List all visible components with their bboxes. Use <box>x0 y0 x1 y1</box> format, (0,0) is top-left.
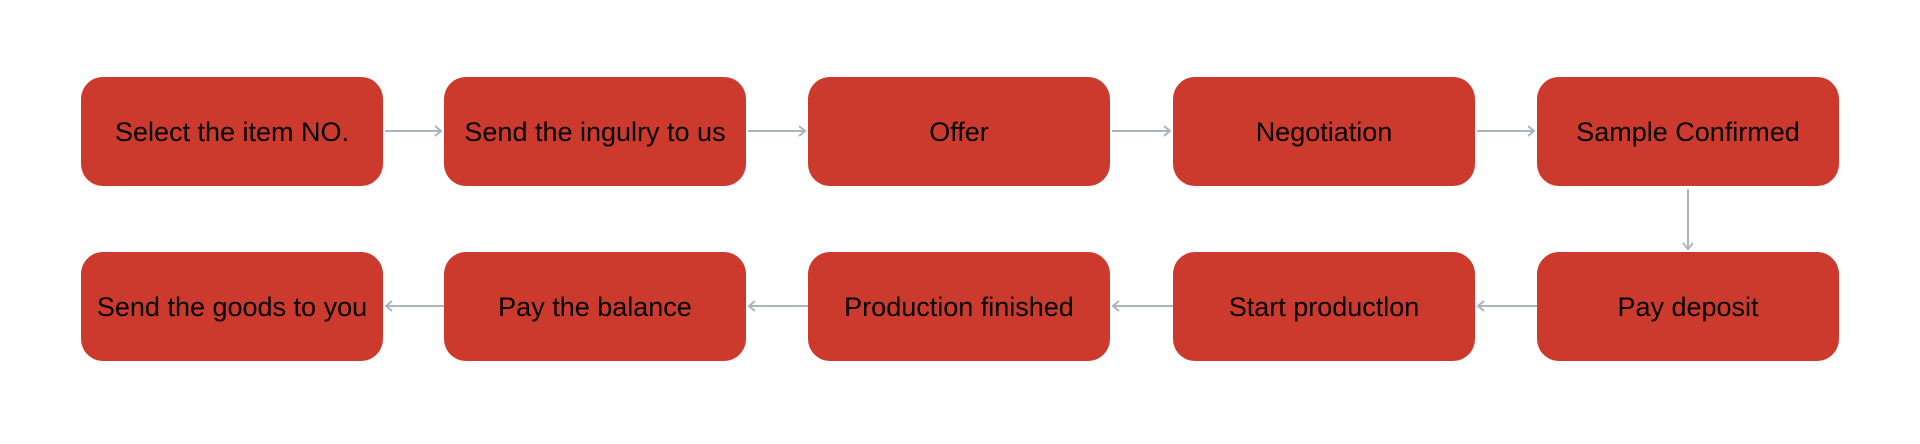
arrow-right-3 <box>1112 125 1172 137</box>
step-send-inquiry: Send the ingulry to us <box>444 77 746 186</box>
step-start-production: Start productlon <box>1173 252 1475 361</box>
step-send-goods: Send the goods to you <box>81 252 383 361</box>
arrow-right-2 <box>748 125 807 137</box>
step-offer: Offer <box>808 77 1110 186</box>
step-pay-deposit: Pay deposit <box>1537 252 1839 361</box>
arrow-down-5 <box>1682 189 1694 251</box>
step-label: Select the item NO. <box>114 116 350 147</box>
step-label: Production finished <box>844 291 1074 322</box>
step-label: Pay deposit <box>1617 291 1759 322</box>
arrow-right-1 <box>385 125 443 137</box>
step-label: Pay the balance <box>498 291 692 322</box>
arrow-left-6 <box>1476 300 1537 312</box>
step-pay-balance: Pay the balance <box>444 252 746 361</box>
arrow-left-7 <box>1111 300 1173 312</box>
step-production-finished: Production finished <box>808 252 1110 361</box>
arrow-left-9 <box>384 300 444 312</box>
step-sample-confirmed: Sample Confirmed <box>1537 77 1839 186</box>
step-label: Send the goods to you <box>96 291 368 322</box>
arrow-left-8 <box>747 300 808 312</box>
step-label: Send the ingulry to us <box>464 116 726 147</box>
step-label: Start productlon <box>1228 291 1420 322</box>
arrow-right-4 <box>1477 125 1536 137</box>
step-label: Sample Confirmed <box>1576 116 1800 147</box>
step-label: Negotiation <box>1255 116 1393 147</box>
step-label: Offer <box>929 116 989 147</box>
step-negotiation: Negotiation <box>1173 77 1475 186</box>
step-select-item: Select the item NO. <box>81 77 383 186</box>
